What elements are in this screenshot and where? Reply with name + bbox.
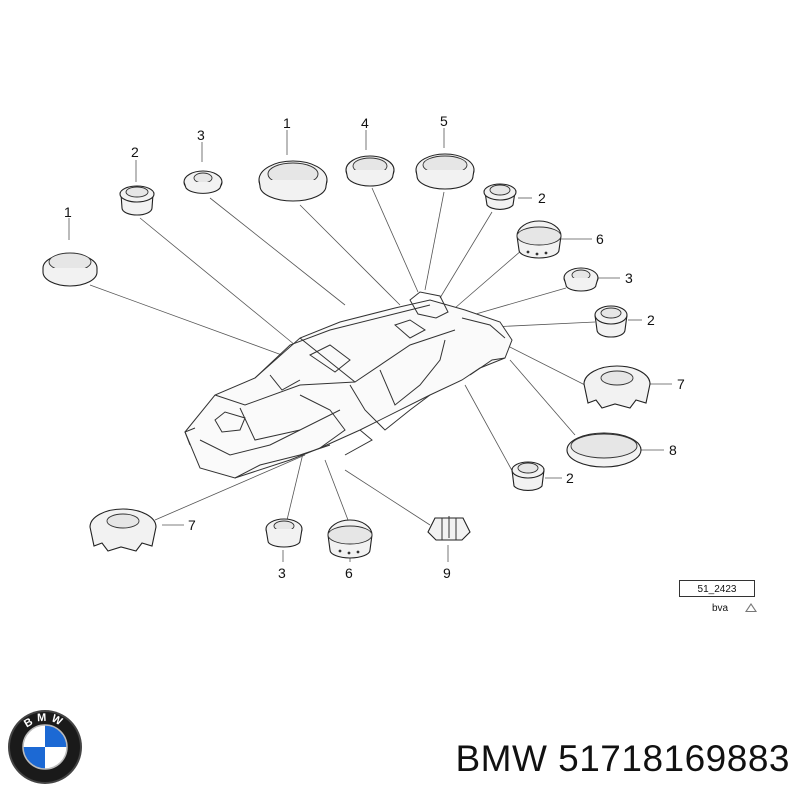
callout-label: 2 xyxy=(538,190,546,206)
diagram-reference-sub: bva xyxy=(712,603,729,614)
callout-label: 3 xyxy=(278,565,286,581)
callout-label: 2 xyxy=(566,470,574,486)
part-plug-2-b xyxy=(483,183,517,210)
part-plug-2-d xyxy=(511,461,545,492)
leader-lines xyxy=(68,128,672,562)
part-plug-5 xyxy=(415,153,475,190)
callout-labels: 1 2 3 1 4 5 2 6 3 2 7 8 2 7 3 6 9 xyxy=(64,113,685,581)
callout-label: 3 xyxy=(625,270,633,286)
part-plug-2-c xyxy=(594,305,628,338)
part-clip-9 xyxy=(427,516,471,541)
part-cap-6-bottom xyxy=(327,519,373,559)
part-mount-7-right xyxy=(583,365,651,409)
part-mount-7-left xyxy=(89,508,157,552)
callout-label: 9 xyxy=(443,565,451,581)
callout-label: 2 xyxy=(131,144,139,160)
callout-label: 7 xyxy=(677,376,685,392)
part-plug-3-bottom xyxy=(265,518,303,548)
part-plug-2-a xyxy=(119,185,155,216)
part-cover-8 xyxy=(566,432,642,468)
part-cap-6-right xyxy=(516,220,562,259)
callout-label: 7 xyxy=(188,517,196,533)
callout-label: 6 xyxy=(596,231,604,247)
callout-label: 1 xyxy=(283,115,291,131)
part-plug-1-left xyxy=(42,252,98,287)
callout-label: 6 xyxy=(345,565,353,581)
part-plug-4 xyxy=(345,155,395,187)
callout-label: 3 xyxy=(197,127,205,143)
part-plug-3-right xyxy=(563,267,599,292)
callout-label: 8 xyxy=(669,442,677,458)
warning-triangle-icon xyxy=(745,603,757,612)
callout-label: 5 xyxy=(440,113,448,129)
callout-label: 1 xyxy=(64,204,72,220)
part-plug-1-top xyxy=(258,160,328,202)
bmw-logo: BMW xyxy=(8,710,82,784)
car-body-shell xyxy=(184,291,513,479)
part-plug-3-top xyxy=(183,170,223,194)
callout-label: 4 xyxy=(361,115,369,131)
callout-label: 2 xyxy=(647,312,655,328)
diagram-reference-code: 51_2423 xyxy=(679,580,755,597)
part-number-label: BMW 51718169883 xyxy=(455,738,790,779)
